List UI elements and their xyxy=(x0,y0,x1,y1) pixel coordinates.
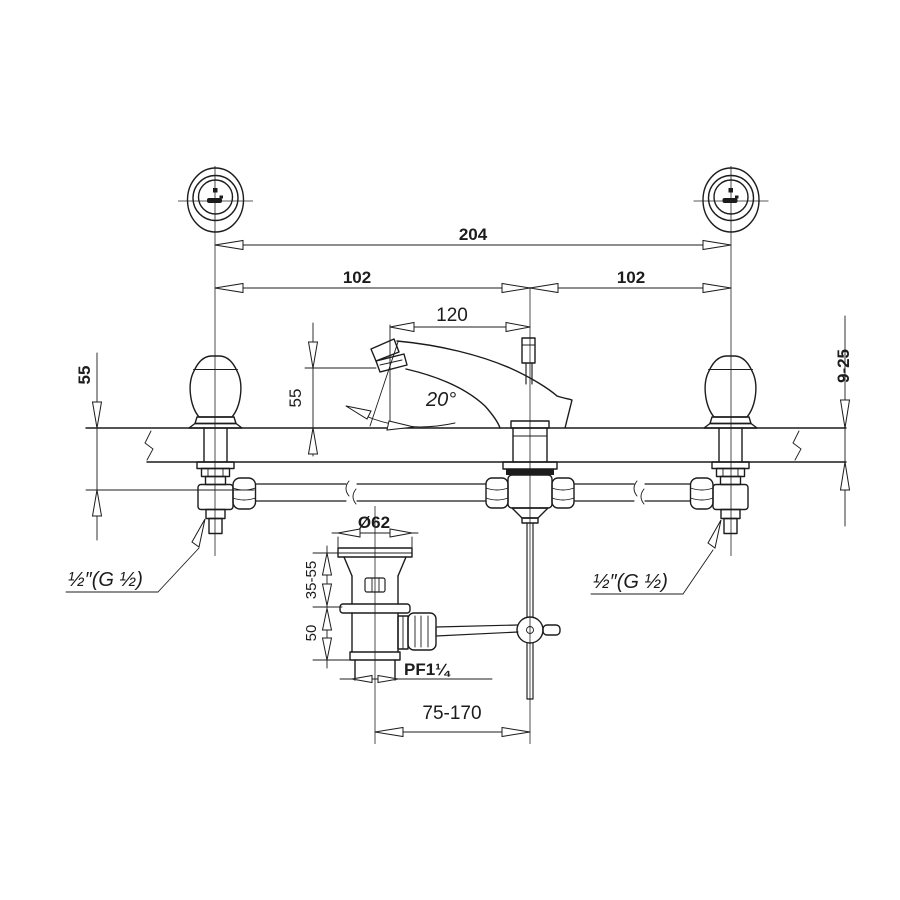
dim-50-label: 50 xyxy=(303,625,320,642)
dim-dia62-label: Ø62 xyxy=(358,513,390,532)
dimensions: 204 102 102 120 55 20° 55 xyxy=(75,225,853,738)
angle-20-label: 20° xyxy=(425,389,456,411)
popup-drain xyxy=(337,547,437,681)
spout-side-view xyxy=(370,337,573,429)
dim-55-spout-label: 55 xyxy=(286,389,305,408)
supply-tubes xyxy=(255,480,691,505)
connection-labels: ½″(G ½) ½″(G ½) xyxy=(65,518,722,595)
lift-rod-linkage xyxy=(435,522,561,700)
handle-top-view-left xyxy=(186,167,245,233)
dim-102-right-label: 102 xyxy=(617,268,645,287)
countertop-deck xyxy=(85,427,847,463)
conn-right-label: ½″(G ½) xyxy=(593,571,668,593)
dim-204-label: 204 xyxy=(459,225,488,244)
right-valve-assembly xyxy=(689,355,758,535)
dim-102-left-label: 102 xyxy=(343,268,371,287)
dim-120-label: 120 xyxy=(436,305,468,326)
dim-9-25-label: 9-25 xyxy=(834,349,853,383)
dim-55-handle-label: 55 xyxy=(75,366,94,385)
center-body-below-deck xyxy=(485,427,575,524)
dim-75-170-label: 75-170 xyxy=(422,703,481,724)
conn-left-label: ½″(G ½) xyxy=(68,569,143,591)
centerlines xyxy=(178,166,769,744)
dim-35-55-label: 35-55 xyxy=(303,561,320,599)
thread-pf-label: PF1¼ xyxy=(404,660,451,679)
left-valve-assembly xyxy=(188,355,257,535)
